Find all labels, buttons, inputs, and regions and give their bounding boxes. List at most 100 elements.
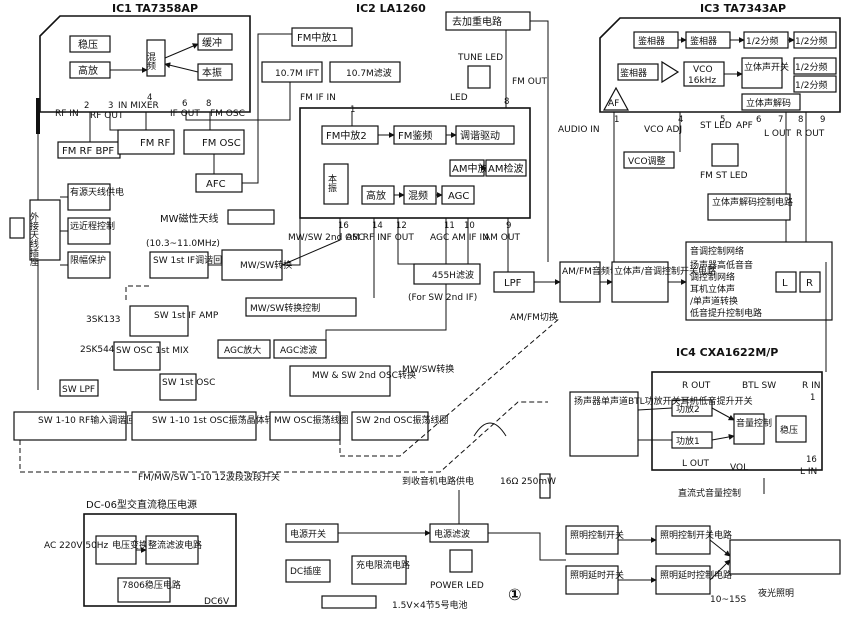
svg-text:AGC: AGC	[448, 191, 469, 202]
svg-text:AM/FM切换: AM/FM切换	[510, 311, 558, 323]
svg-text:L IN: L IN	[800, 467, 817, 477]
svg-text:调谐驱动: 调谐驱动	[460, 130, 500, 142]
af-amp	[602, 86, 630, 111]
svg-text:L: L	[782, 278, 788, 289]
svg-text:FM RF BPF: FM RF BPF	[62, 146, 114, 157]
ic2-title: IC2 LA1260	[356, 2, 426, 15]
sw-osc-crystal	[131, 411, 257, 441]
dc-jack	[285, 559, 331, 583]
svg-text:远近程控制: 远近程控制	[70, 220, 115, 232]
svg-text:VCO: VCO	[693, 65, 713, 75]
reg-7806	[117, 577, 171, 603]
svg-text:ST LED: ST LED	[700, 121, 732, 131]
svg-text:9: 9	[820, 115, 825, 125]
svg-text:MW/SW转换: MW/SW转换	[240, 259, 292, 271]
figure-number: ①	[508, 585, 522, 604]
dc06-box	[83, 513, 237, 607]
svg-text:MW OSC振荡线圈: MW OSC振荡线圈	[274, 414, 349, 426]
ic4-regulator	[775, 415, 807, 443]
charge-limit	[351, 555, 407, 585]
svg-text:10: 10	[464, 221, 475, 231]
svg-text:R OUT: R OUT	[796, 129, 825, 139]
stereo-decoder	[741, 93, 801, 111]
ic2-chip	[299, 107, 531, 219]
antenna-jack-icon	[9, 217, 25, 239]
svg-text:R OUT: R OUT	[682, 381, 711, 391]
svg-text:FM ST LED: FM ST LED	[700, 171, 748, 181]
sw-osc-mix	[113, 341, 161, 371]
svg-text:6: 6	[756, 115, 761, 125]
svg-text:缓冲: 缓冲	[202, 36, 222, 49]
mw-sw-convert-ctrl	[245, 297, 357, 317]
svg-text:功放2: 功放2	[676, 403, 700, 415]
svg-text:电源滤波: 电源滤波	[434, 528, 470, 540]
active-antenna-power	[67, 183, 111, 211]
ext-antenna-jack	[29, 199, 61, 261]
svg-text:SW 1st IF AMP: SW 1st IF AMP	[154, 311, 219, 321]
svg-text:稳压: 稳压	[78, 38, 98, 51]
svg-text:IF OUT: IF OUT	[384, 233, 414, 243]
sw-rf-input	[13, 411, 127, 441]
svg-text:LED: LED	[450, 93, 468, 103]
svg-text:1: 1	[350, 105, 355, 115]
svg-text:16: 16	[806, 455, 817, 465]
svg-text:5: 5	[720, 115, 725, 125]
svg-text:9: 9	[506, 221, 511, 231]
svg-text:MW/SW 2nd OSC: MW/SW 2nd OSC	[288, 233, 364, 243]
svg-text:14: 14	[372, 221, 383, 231]
light-delay-switch	[565, 565, 619, 595]
svg-text:AGC: AGC	[430, 233, 449, 243]
svg-text:RF IN: RF IN	[55, 109, 79, 119]
svg-text:本振: 本振	[202, 66, 222, 79]
am-fm-audio-switch	[559, 261, 601, 303]
svg-text:鉴相器: 鉴相器	[638, 35, 665, 47]
svg-text:MW/SW转换控制: MW/SW转换控制	[250, 302, 320, 314]
stereo-tone-switch	[611, 261, 669, 303]
svg-text:8: 8	[206, 99, 211, 109]
svg-text:稳压: 稳压	[780, 424, 798, 436]
svg-text:音量控制: 音量控制	[736, 417, 772, 429]
sw-lpf	[59, 379, 99, 397]
svg-text:照明延时开关: 照明延时开关	[570, 569, 624, 581]
svg-text:立体声解码: 立体声解码	[746, 97, 791, 109]
svg-text:立体声开关: 立体声开关	[744, 61, 789, 73]
svg-text:扬声器单声道BTL功放开关耳机低音提升开关: 扬声器单声道BTL功放开关耳机低音提升开关	[574, 395, 753, 407]
svg-text:10.7M IFT: 10.7M IFT	[275, 69, 319, 79]
mw-sw2-osc-conv	[289, 365, 391, 397]
speaker-icon	[539, 473, 551, 499]
remote-control	[67, 217, 111, 245]
ic1-title: IC1 TA7358AP	[112, 2, 198, 15]
svg-text:到收音机电路供电: 到收音机电路供电	[402, 475, 474, 487]
fm-osc-tuner	[183, 129, 245, 155]
svg-text:电源开关: 电源开关	[290, 528, 326, 540]
svg-text:8: 8	[504, 97, 509, 107]
svg-text:IF OUT: IF OUT	[170, 109, 200, 119]
svg-text:L OUT: L OUT	[682, 459, 710, 469]
mw-ferrite-antenna	[227, 209, 275, 225]
limiter-protect	[67, 251, 111, 279]
svg-text:AM检波: AM检波	[488, 162, 523, 175]
sw1-if-amp	[129, 305, 189, 337]
svg-text:R IN: R IN	[802, 381, 821, 391]
vco-buffer	[661, 60, 680, 84]
svg-text:DC插座: DC插座	[290, 565, 321, 577]
mw-osc-coil	[269, 411, 341, 441]
ic3-title: IC3 TA7343AP	[700, 2, 786, 15]
svg-text:2SK544: 2SK544	[80, 345, 115, 355]
svg-text:鉴相器: 鉴相器	[620, 67, 647, 79]
svg-text:低音提升控制电路: 低音提升控制电路	[690, 307, 762, 319]
svg-text:SW 1-10 1st OSC振荡晶体转换: SW 1-10 1st OSC振荡晶体转换	[152, 414, 283, 426]
vco-adjust	[623, 151, 675, 169]
ift-filter	[261, 61, 323, 83]
svg-text:耳机立体声: 耳机立体声	[690, 283, 735, 295]
svg-text:455H滤波: 455H滤波	[432, 269, 474, 281]
svg-text:FM IF IN: FM IF IN	[300, 93, 336, 103]
svg-text:TUNE LED: TUNE LED	[457, 53, 503, 63]
svg-text:混频: 混频	[408, 189, 428, 202]
svg-text:SW LPF: SW LPF	[62, 385, 95, 395]
svg-text:10.7M滤波: 10.7M滤波	[346, 67, 392, 79]
svg-text:AM RF IN: AM RF IN	[346, 233, 386, 243]
svg-text:AGC滤波: AGC滤波	[280, 344, 317, 356]
svg-text:鉴相器: 鉴相器	[690, 35, 717, 47]
